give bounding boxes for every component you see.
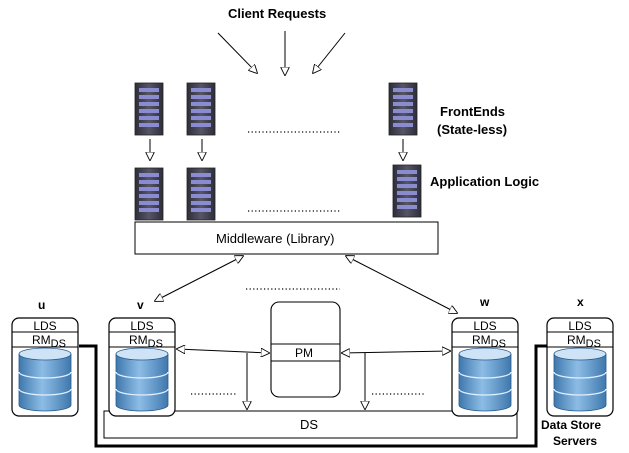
node-label-u: u	[38, 298, 46, 312]
frontend-server-icon	[388, 82, 418, 136]
frontends-label: FrontEnds	[440, 104, 505, 119]
lds-label: LDS	[33, 319, 57, 333]
app-logic-label: Application Logic	[430, 174, 540, 189]
rm-text: RM	[129, 333, 148, 347]
node-label-w: w	[480, 295, 490, 309]
rm-text: RM	[567, 333, 586, 347]
app-server-icon	[392, 164, 422, 218]
rm-label: RMDS	[567, 333, 601, 350]
middleware-store-arrows	[155, 256, 457, 313]
pm-arrows	[177, 349, 450, 409]
rm-sub: DS	[490, 338, 506, 350]
node-label-x: x	[577, 295, 584, 309]
rm-sub: DS	[147, 338, 163, 350]
backbone-link	[79, 344, 547, 448]
frontend-server-icon	[134, 82, 164, 136]
pm-label: PM	[295, 346, 313, 360]
servers-label: Servers	[553, 434, 598, 448]
ds-label: DS	[300, 417, 319, 432]
client-requests-label: Client Requests	[228, 6, 327, 21]
frontend-server-icon	[186, 82, 216, 136]
lds-label: LDS	[130, 319, 154, 333]
rm-label: RMDS	[129, 333, 163, 350]
data-store-label: Data Store	[541, 418, 602, 432]
lds-label: LDS	[473, 319, 497, 333]
rm-sub: DS	[50, 338, 66, 350]
app-server-icon	[186, 167, 216, 221]
node-label-v: v	[137, 298, 144, 312]
rm-sub: DS	[585, 338, 601, 350]
frontend-to-app-arrows	[150, 139, 403, 160]
app-logic-servers	[134, 164, 422, 221]
middleware-box	[134, 221, 439, 255]
rm-text: RM	[472, 333, 491, 347]
rm-label: RMDS	[472, 333, 506, 350]
client-request-arrows	[217, 31, 346, 75]
rm-text: RM	[32, 333, 51, 347]
frontend-servers	[134, 82, 418, 136]
lds-label: LDS	[568, 319, 592, 333]
pm-box	[270, 301, 341, 398]
rm-label: RMDS	[32, 333, 66, 350]
frontends-note: (State-less)	[437, 122, 508, 137]
middleware-label: Middleware (Library)	[216, 231, 335, 246]
ds-box	[103, 410, 518, 439]
app-server-icon	[134, 167, 164, 221]
